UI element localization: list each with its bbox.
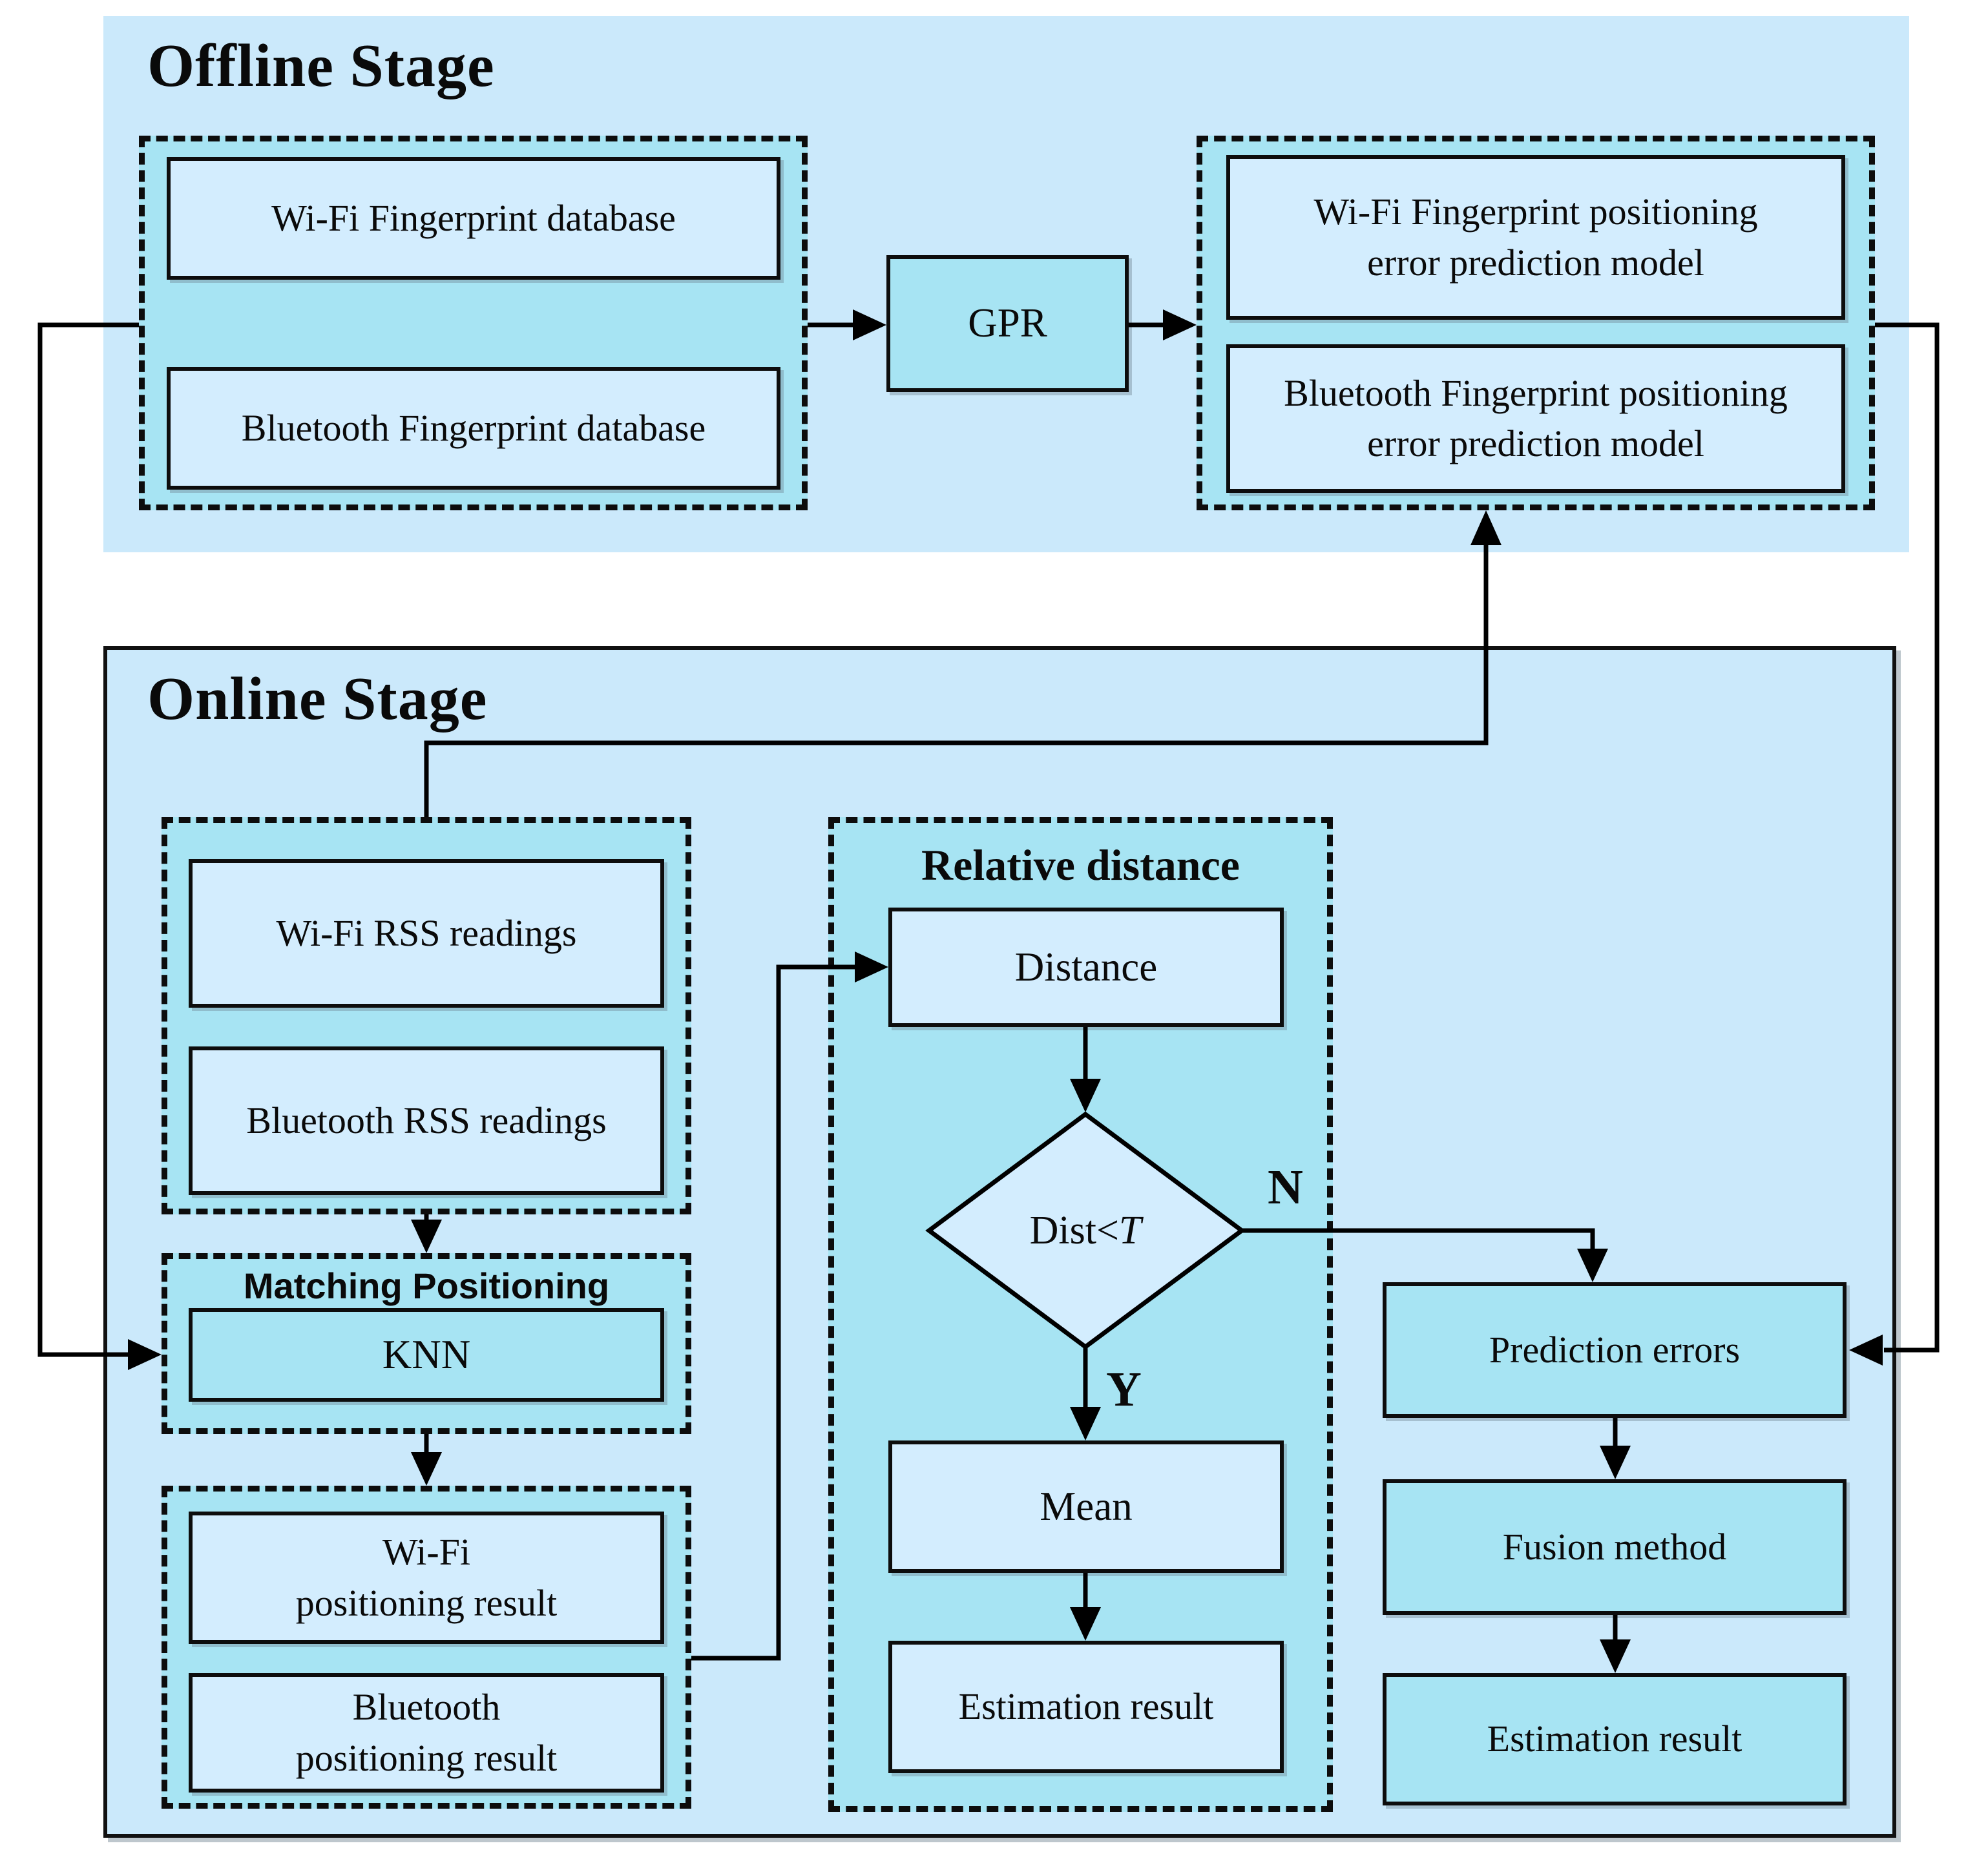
wifi-error-model-box: Wi-Fi Fingerprint positioning error pred… [1226, 155, 1845, 320]
prediction-errors-box: Prediction errors [1383, 1282, 1847, 1418]
bluetooth-error-model-box: Bluetooth Fingerprint positioning error … [1226, 344, 1845, 493]
wifi-fingerprint-database-box: Wi-Fi Fingerprint database [167, 157, 780, 280]
decision-label-text: Dist< [1029, 1208, 1119, 1253]
bluetooth-rss-box: Bluetooth RSS readings [189, 1046, 664, 1195]
online-stage-title: Online Stage [147, 665, 488, 733]
estimation-result-box: Estimation result [888, 1641, 1284, 1773]
bluetooth-fingerprint-database-box: Bluetooth Fingerprint database [167, 367, 780, 490]
knn-box: KNN [189, 1308, 664, 1402]
wifi-rss-box: Wi-Fi RSS readings [189, 859, 664, 1008]
yes-label: Y [1106, 1362, 1142, 1417]
wifi-result-box: Wi-Fi positioning result [189, 1512, 664, 1644]
bluetooth-result-box: Bluetooth positioning result [189, 1673, 664, 1793]
decision-label: Dist<T [929, 1114, 1242, 1347]
relative-distance-title: Relative distance [921, 840, 1240, 889]
estimation-result-right-box: Estimation result [1383, 1673, 1847, 1805]
distance-box: Distance [888, 908, 1284, 1027]
offline-stage-title: Offline Stage [147, 32, 495, 99]
no-label: N [1268, 1160, 1303, 1214]
decision-threshold-var: T [1118, 1208, 1142, 1253]
matching-positioning-title: Matching Positioning [243, 1265, 610, 1306]
fusion-method-box: Fusion method [1383, 1479, 1847, 1615]
gpr-box: GPR [886, 255, 1129, 392]
mean-box: Mean [888, 1440, 1284, 1573]
